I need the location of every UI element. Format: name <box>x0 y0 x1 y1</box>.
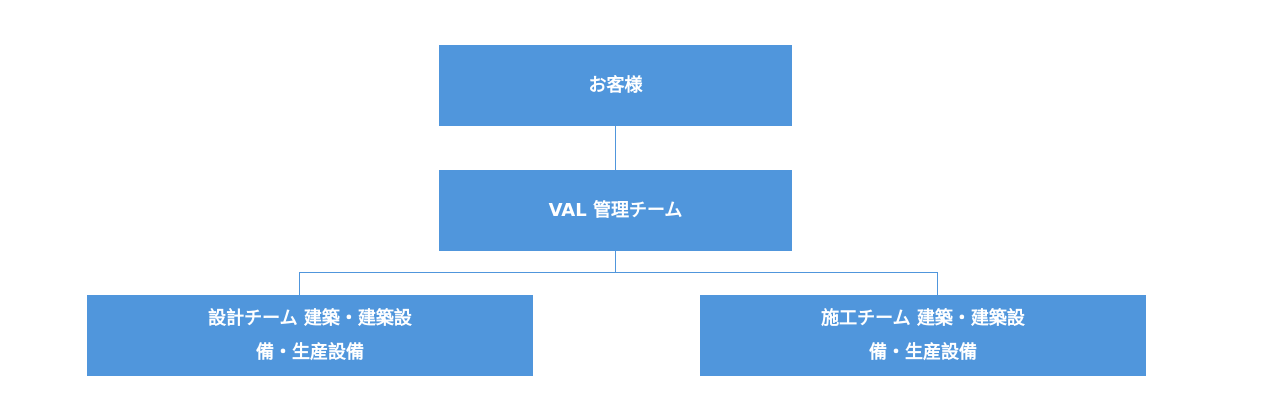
val-management-team-label: VAL 管理チーム <box>548 199 683 221</box>
customer-label: お客様 <box>588 74 643 96</box>
construction-team-node: 施工チーム 建築・建築設 備・生産設備 <box>700 295 1146 376</box>
connector-horizontal <box>299 272 938 273</box>
connector-to-design-team <box>299 272 300 295</box>
val-management-team-node: VAL 管理チーム <box>439 170 792 251</box>
connector-customer-to-val <box>615 126 616 170</box>
construction-team-label-line2: 備・生産設備 <box>869 341 977 363</box>
design-team-label-line2: 備・生産設備 <box>256 341 364 363</box>
construction-team-label-line1: 施工チーム 建築・建築設 <box>821 307 1025 329</box>
design-team-node: 設計チーム 建築・建築設 備・生産設備 <box>87 295 533 376</box>
customer-node: お客様 <box>439 45 792 126</box>
connector-to-construction-team <box>937 272 938 295</box>
design-team-label-line1: 設計チーム 建築・建築設 <box>208 307 412 329</box>
connector-val-down <box>615 251 616 273</box>
